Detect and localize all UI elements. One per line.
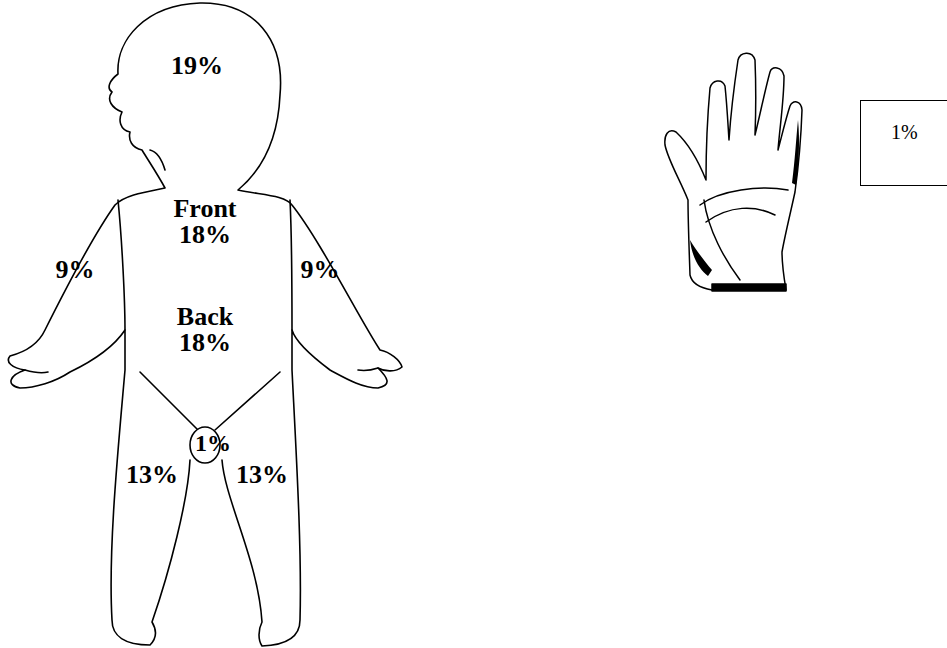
percentage-label: 13% — [126, 462, 178, 488]
hand-drawing — [665, 53, 802, 291]
region-label: Front 18% — [165, 196, 245, 248]
percentage-text: 1% — [891, 121, 947, 144]
child-body — [8, 3, 402, 646]
percentage-label: 9% — [301, 257, 340, 283]
oval-shape — [190, 427, 220, 463]
percentage-label: 9% — [56, 257, 95, 283]
region-label: Back 18% — [165, 304, 245, 356]
groin-line — [140, 372, 198, 430]
torso-side — [290, 200, 292, 330]
groin-line — [215, 372, 280, 430]
hand-outline — [665, 53, 802, 290]
shading — [792, 120, 799, 185]
finger-line — [25, 370, 48, 373]
percentage-text: 1% — [195, 430, 221, 457]
genital-region: 1% — [189, 426, 221, 464]
percentage-label: 13% — [236, 462, 288, 488]
sleeve-cuff — [712, 284, 786, 291]
shading — [690, 240, 712, 276]
palm-crease — [706, 208, 775, 222]
torso-side — [118, 200, 125, 330]
palm-percentage-box: 1% — [860, 100, 947, 186]
percentage-label: 19% — [171, 53, 223, 79]
ear-line — [150, 150, 165, 170]
body-outline — [8, 3, 402, 646]
finger-line — [358, 368, 378, 370]
palm-crease — [700, 188, 788, 205]
